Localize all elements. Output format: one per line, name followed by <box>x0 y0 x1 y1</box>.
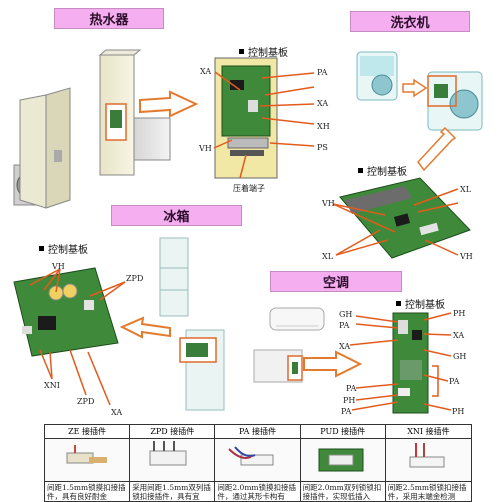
aircon-control-board-title: 控制基板 <box>396 296 445 311</box>
washer-label-vh2: VH <box>460 252 473 261</box>
fridge-label-xni: XNI <box>44 381 60 390</box>
connector-desc: 间距1.5mm锁摸扣接插件，具有良好耐金 <box>47 483 126 501</box>
fridge-header: 冰箱 <box>111 205 242 226</box>
washer-leader-lines <box>332 188 459 256</box>
connector-table: ZE 接插件 间距1.5mm锁摸扣接插件，具有良好耐金 ZPD 接插件 采用间距… <box>44 424 472 502</box>
connector-cell-pa: PA 接插件 间距2.0mm锁摸扣接插件，通过其形卡构有 <box>215 425 301 501</box>
wh-label-vh: VH <box>199 144 212 153</box>
washer-arrow-1 <box>402 78 428 98</box>
connector-photo <box>300 439 385 482</box>
aircon-label-ph3: PH <box>452 407 465 416</box>
washer-label-vh: VH <box>322 199 335 208</box>
aircon-outdoor-unit <box>253 349 303 383</box>
fridge-control-board-title: 控制基板 <box>39 241 88 256</box>
water-heater-tank <box>19 87 71 209</box>
connector-cell-ze: ZE 接插件 间距1.5mm锁摸扣接插件，具有良好耐金 <box>45 425 131 501</box>
aircon-label-xa: XA <box>339 342 351 351</box>
connector-header: PA 接插件 <box>215 425 300 439</box>
connector-cell-xni: XNI 接插件 间距2.5mm锁锁扣接插件，采用末端金检测 <box>385 425 471 501</box>
washer-arrow-2 <box>417 126 457 172</box>
water-heater-leader-lines <box>213 71 315 179</box>
fridge-label-zpd2: ZPD <box>77 397 95 406</box>
washer-control-board-title: 控制基板 <box>358 163 407 178</box>
aircon-board <box>392 312 429 414</box>
washer-board <box>339 177 471 259</box>
connector-header: ZPD 接插件 <box>130 425 215 439</box>
aircon-label-pa2: PA <box>449 377 460 386</box>
wh-label-pa: PA <box>317 68 328 77</box>
fridge-leader-lines <box>29 268 126 406</box>
wh-label-xh: XH <box>317 122 330 131</box>
water-heater-header: 热水器 <box>54 8 164 29</box>
washer-label-xl2: XL <box>322 252 334 261</box>
wh-control-board-title: 控制基板 <box>239 44 288 59</box>
connector-desc: 间距2.0mm双列锁锁扣接插件，实现低插入 <box>302 483 382 501</box>
water-heater-side-box <box>133 117 171 161</box>
aircon-arrow <box>303 350 363 378</box>
connector-header: ZE 接插件 <box>45 425 130 439</box>
aircon-label-gh: GH <box>339 310 353 319</box>
connector-photo <box>45 439 130 482</box>
fridge-arrow <box>119 316 171 339</box>
connector-cell-pud: PUD 接插件 间距2.0mm双列锁锁扣接插件，实现低插入 <box>300 425 386 501</box>
connector-desc: 采用间距1.5mm双列插锁扣接插件，具有宜 <box>132 483 211 501</box>
aircon-label-xa2: XA <box>453 331 465 340</box>
aircon-label-ph: PH <box>453 309 466 318</box>
washer-open <box>427 71 483 131</box>
aircon-label-pa3: PA <box>346 384 357 393</box>
water-heater-arrow <box>139 90 199 118</box>
washer-label-xl: XL <box>460 185 472 194</box>
wh-label-xa: XA <box>200 67 212 76</box>
fridge-label-vh: VH <box>52 262 65 271</box>
connector-cell-zpd: ZPD 接插件 采用间距1.5mm双列插锁扣接插件，具有宜 <box>130 425 216 501</box>
aircon-label-ph2: PH <box>343 396 356 405</box>
washer-header: 洗衣机 <box>350 11 470 32</box>
aircon-indoor-unit <box>269 307 325 331</box>
aircon-header: 空调 <box>270 271 402 292</box>
connector-header: XNI 接插件 <box>385 425 471 439</box>
connector-desc: 间距2.5mm锁锁扣接插件，采用末端金检测 <box>387 483 467 501</box>
connector-desc: 间距2.0mm锁摸扣接插件，通过其形卡构有 <box>217 483 297 501</box>
water-heater-main-cabinet <box>98 49 142 176</box>
washer-front <box>356 51 398 101</box>
wh-label-xa2: XA <box>317 99 329 108</box>
aircon-leader-lines <box>349 312 452 411</box>
fridge-label-xa: XA <box>111 408 123 417</box>
wh-label-ps: PS <box>317 143 328 152</box>
connector-header: PUD 接插件 <box>300 425 385 439</box>
aircon-label-pa: PA <box>339 321 350 330</box>
aircon-label-pa4: PA <box>341 407 352 416</box>
wh-crimp-terminal: 压着端子 <box>233 184 265 193</box>
aircon-label-gh2: GH <box>453 352 467 361</box>
connector-photo <box>385 439 471 482</box>
fridge-board <box>13 267 119 357</box>
connector-photo <box>215 439 300 482</box>
fridge-label-zpd: ZPD <box>126 274 144 283</box>
fridge-unit <box>159 237 225 411</box>
connector-photo <box>130 439 215 482</box>
